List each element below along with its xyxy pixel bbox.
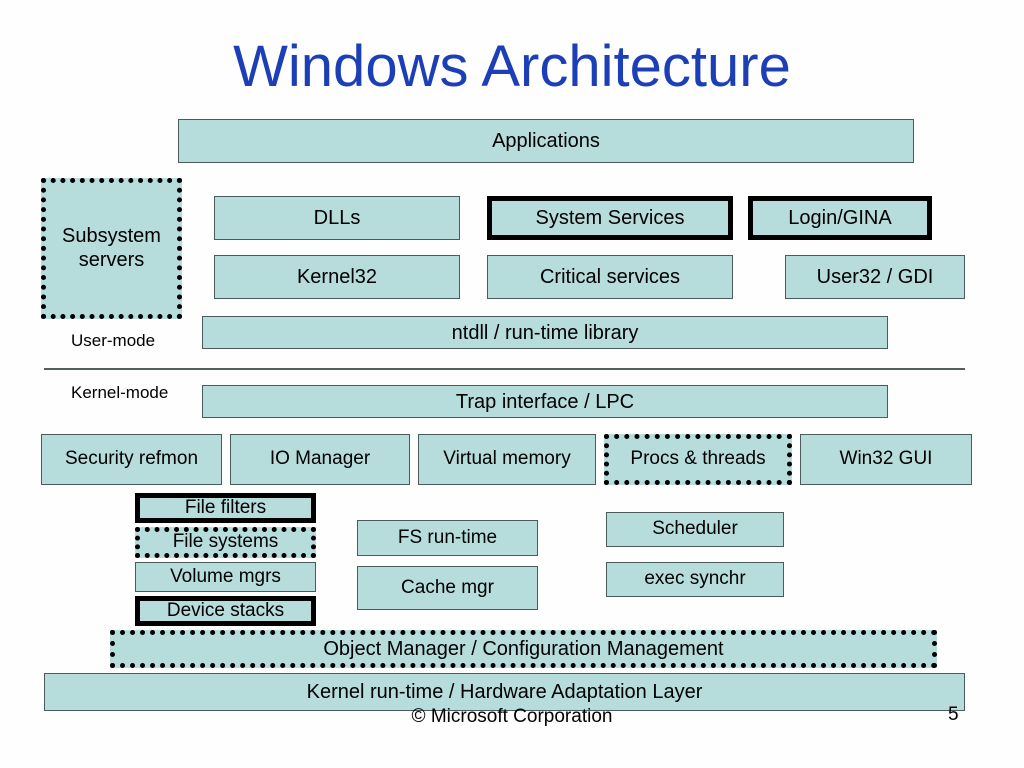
box-login-gina[interactable]: Login/GINA: [748, 196, 932, 240]
box-exec-synchr[interactable]: exec synchr: [606, 562, 784, 597]
box-applications[interactable]: Applications: [178, 119, 914, 163]
box-virtual-memory[interactable]: Virtual memory: [418, 434, 596, 485]
footer-page-number: 5: [948, 704, 959, 725]
box-trap-interface[interactable]: Trap interface / LPC: [202, 385, 888, 418]
box-subsystem-servers[interactable]: Subsystem servers: [41, 178, 182, 319]
box-io-manager[interactable]: IO Manager: [230, 434, 410, 485]
label-kernel-mode: Kernel-mode: [71, 383, 169, 402]
box-fs-runtime[interactable]: FS run-time: [357, 520, 538, 556]
box-kernel32[interactable]: Kernel32: [214, 255, 460, 299]
box-device-stacks[interactable]: Device stacks: [135, 596, 316, 626]
footer-copyright: © Microsoft Corporation: [411, 706, 613, 727]
box-procs-threads[interactable]: Procs & threads: [604, 434, 792, 485]
box-object-manager[interactable]: Object Manager / Configuration Managemen…: [110, 630, 937, 668]
box-ntdll[interactable]: ntdll / run-time library: [202, 316, 888, 349]
box-file-systems[interactable]: File systems: [135, 527, 316, 558]
box-system-services[interactable]: System Services: [487, 196, 733, 240]
box-file-filters[interactable]: File filters: [135, 493, 316, 523]
box-security-refmon[interactable]: Security refmon: [41, 434, 222, 485]
box-user32-gdi[interactable]: User32 / GDI: [785, 255, 965, 299]
box-cache-mgr[interactable]: Cache mgr: [357, 566, 538, 610]
box-win32-gui[interactable]: Win32 GUI: [800, 434, 972, 485]
box-volume-mgrs[interactable]: Volume mgrs: [135, 562, 316, 592]
box-critical-services[interactable]: Critical services: [487, 255, 733, 299]
label-user-mode: User-mode: [71, 331, 156, 350]
user-kernel-divider: [44, 368, 965, 370]
box-kernel-runtime[interactable]: Kernel run-time / Hardware Adaptation La…: [44, 673, 965, 711]
box-scheduler[interactable]: Scheduler: [606, 512, 784, 547]
page-title: Windows Architecture: [233, 34, 791, 99]
box-dlls[interactable]: DLLs: [214, 196, 460, 240]
